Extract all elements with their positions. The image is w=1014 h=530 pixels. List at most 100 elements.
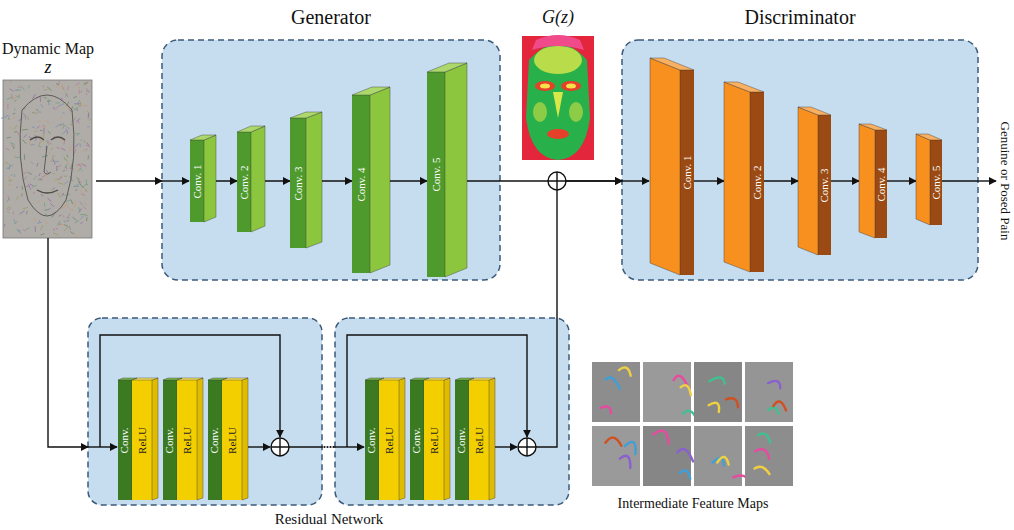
feature-blob [709, 403, 719, 412]
conv-layer: Conv. 3 [818, 115, 831, 255]
nose-contour [44, 146, 51, 174]
feature-blob [717, 457, 728, 465]
texture-stroke [57, 221, 60, 226]
texture-stroke [53, 180, 55, 182]
flow-arrow [96, 180, 162, 181]
texture-stroke [80, 222, 82, 224]
dynamic-map-image [1, 80, 92, 238]
residual-block: Conv.ReLUConv.ReLUConv.ReLU [335, 318, 569, 505]
feature-map-grid [592, 362, 793, 486]
feature-blob [620, 456, 631, 468]
texture-stroke [64, 181, 68, 184]
texture-stroke [64, 228, 68, 231]
texture-stroke [18, 86, 22, 88]
texture-stroke [31, 144, 35, 145]
layer-label: Conv. [165, 427, 176, 453]
texture-stroke [86, 179, 87, 184]
texture-stroke [66, 203, 68, 208]
texture-stroke [67, 155, 68, 158]
conv-layer: Conv. 5 [930, 140, 942, 225]
texture-stroke [61, 116, 62, 119]
feature-blob [654, 431, 669, 444]
texture-stroke [70, 147, 71, 152]
layer-face [197, 378, 203, 500]
texture-stroke [70, 124, 73, 125]
feature-map-tile [592, 362, 640, 422]
texture-stroke [7, 104, 8, 109]
texture-stroke [38, 121, 41, 122]
sum-symbol [548, 172, 566, 190]
layer-label: Conv. 1 [192, 164, 203, 198]
conv-layer: Conv. 4 [875, 130, 887, 238]
layer-top [190, 135, 216, 140]
texture-stroke [12, 97, 16, 99]
feature-map-tile [745, 426, 793, 486]
conv-layer: Conv. 5 [427, 72, 445, 277]
layer-label: ReLU [227, 427, 238, 454]
texture-stroke [10, 89, 14, 92]
texture-stroke [85, 189, 87, 192]
ellipsis-dots [323, 442, 335, 452]
texture-stroke [41, 104, 43, 108]
texture-stroke [87, 126, 89, 127]
texture-stroke [33, 176, 36, 179]
texture-stroke [8, 180, 10, 181]
output-label: Genuine or Posed Pain [998, 122, 1012, 241]
texture-stroke [56, 179, 60, 181]
texture-stroke [58, 80, 60, 84]
texture-stroke [80, 91, 82, 94]
texture-stroke [76, 184, 79, 185]
texture-stroke [39, 141, 41, 146]
layer-label: Conv. [210, 427, 221, 453]
face-contour [20, 95, 74, 216]
feature-blob [625, 442, 636, 454]
layer-face [204, 135, 216, 222]
texture-stroke [65, 94, 68, 96]
texture-stroke [6, 168, 10, 169]
layer-top [724, 82, 764, 92]
layer-face [152, 378, 158, 500]
texture-stroke [63, 112, 65, 113]
layer-top [132, 378, 158, 380]
texture-stroke [56, 84, 59, 85]
texture-stroke [8, 176, 10, 180]
texture-stroke [52, 173, 55, 174]
texture-stroke [17, 231, 21, 234]
texture-stroke [74, 149, 76, 154]
texture-stroke [53, 229, 55, 231]
feature-blob [677, 449, 693, 461]
layer-top [859, 124, 887, 130]
texture-stroke [38, 179, 42, 180]
texture-stroke [51, 147, 54, 150]
texture-stroke [15, 90, 19, 92]
texture-stroke [74, 186, 77, 187]
texture-stroke [43, 85, 44, 87]
texture-stroke [74, 232, 77, 237]
texture-stroke [23, 140, 26, 144]
flow-arrow [694, 180, 724, 181]
generated-image: G(z) [520, 8, 596, 160]
texture-stroke [28, 116, 29, 120]
panel-heading: Discriminator [622, 6, 978, 29]
texture-stroke [10, 127, 13, 129]
texture-stroke [48, 142, 51, 144]
texture-stroke [62, 131, 66, 134]
texture-stroke [10, 143, 15, 145]
texture-stroke [22, 129, 28, 131]
texture-stroke [59, 215, 61, 216]
layer-label: Conv. 4 [356, 167, 367, 201]
generator-panel: GeneratorConv. 1Conv. 2Conv. 3Conv. 4Con… [162, 40, 500, 280]
image-symbol: G(z) [542, 8, 574, 28]
conv-layer: Conv. 1 [680, 70, 694, 275]
texture-stroke [41, 234, 45, 235]
generator-panel-fill [162, 40, 500, 280]
texture-stroke [66, 166, 67, 170]
texture-stroke [80, 202, 83, 206]
texture-stroke [44, 89, 48, 91]
image-symbol: z [44, 58, 51, 78]
conv-layer: Conv. 1 [190, 140, 204, 222]
texture-stroke [9, 184, 12, 185]
texture-stroke [44, 203, 46, 207]
texture-stroke [56, 102, 60, 103]
texture-stroke [28, 172, 32, 174]
